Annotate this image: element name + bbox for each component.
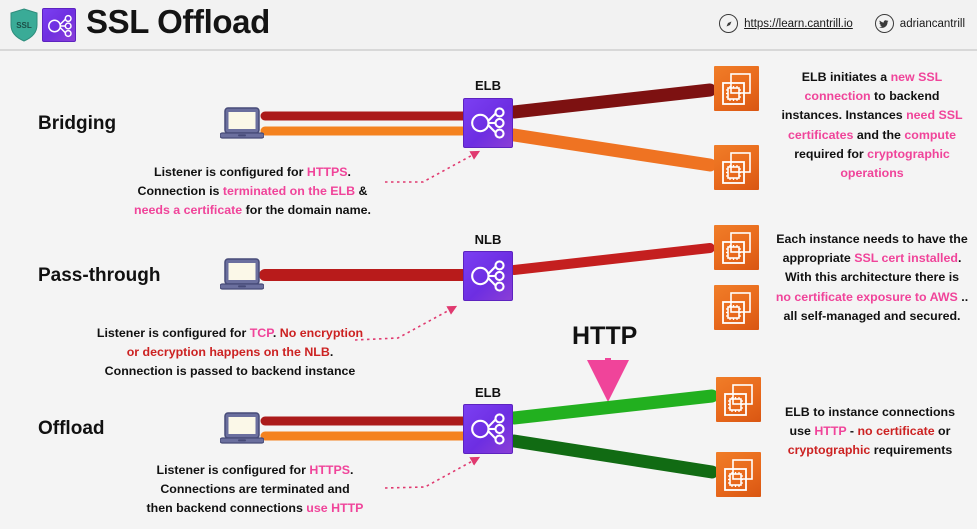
elastic-load-balancer-icon-offload	[463, 404, 513, 454]
pipe-nlb-instance1-passthrough	[509, 243, 715, 275]
header-links: https://learn.cantrill.io adriancantrill	[719, 14, 965, 33]
svg-text:SSL: SSL	[16, 21, 32, 30]
lb-caption-passthrough: NLB	[474, 232, 502, 247]
ssl-shield-icon: SSL	[9, 8, 39, 42]
ec2-instance-icon-offload-1	[716, 377, 761, 422]
note-left-bridging: Listener is configured for HTTPS.Connect…	[134, 165, 371, 218]
header-elb-icon	[42, 8, 76, 42]
leader-arrow-offload	[384, 456, 481, 489]
website-link[interactable]: https://learn.cantrill.io	[719, 14, 853, 33]
laptop-icon-offload	[219, 412, 265, 446]
laptop-icon-passthrough	[219, 258, 265, 292]
ec2-instance-icon-offload-2	[716, 452, 761, 497]
page-title: SSL Offload	[86, 3, 270, 40]
note-left-offload: Listener is configured for HTTPS.Connect…	[146, 463, 364, 516]
twitter-handle-text: adriancantrill	[899, 17, 965, 30]
note-left-passthrough: Listener is configured for TCP. No encry…	[96, 326, 364, 379]
row-label-pass-through: Pass-through	[38, 265, 161, 286]
row-label-offload: Offload	[38, 418, 105, 439]
ec2-instance-icon-passthrough-1	[714, 225, 759, 270]
pipe-elb-instance2-offload	[507, 434, 719, 479]
twitter-link[interactable]: adriancantrill	[874, 14, 965, 33]
pipe-elb-instance1-bridging	[507, 83, 717, 119]
pipe-elb-instance2-bridging	[507, 128, 717, 172]
slide-header: SSL SSL Offload https	[0, 0, 977, 51]
lb-caption-offload: ELB	[475, 385, 501, 400]
network-load-balancer-icon	[463, 251, 513, 301]
row-label-bridging: Bridging	[38, 113, 117, 134]
twitter-bird-icon	[874, 14, 894, 33]
compass-icon	[719, 14, 739, 33]
lb-caption-bridging: ELB	[475, 78, 501, 93]
leader-arrow-bridging	[385, 150, 481, 183]
ec2-instance-icon-passthrough-2	[714, 285, 759, 330]
pipe-elb-instance1-offload	[507, 389, 719, 425]
laptop-icon	[219, 107, 265, 141]
elastic-load-balancer-icon-bridging	[463, 98, 513, 148]
ec2-instance-icon-bridging-1	[714, 66, 759, 111]
http-callout-label: HTTP	[572, 322, 638, 350]
website-url-text: https://learn.cantrill.io	[744, 17, 853, 30]
ec2-instance-icon-bridging-2	[714, 145, 759, 190]
leader-arrow-passthrough	[354, 305, 458, 341]
